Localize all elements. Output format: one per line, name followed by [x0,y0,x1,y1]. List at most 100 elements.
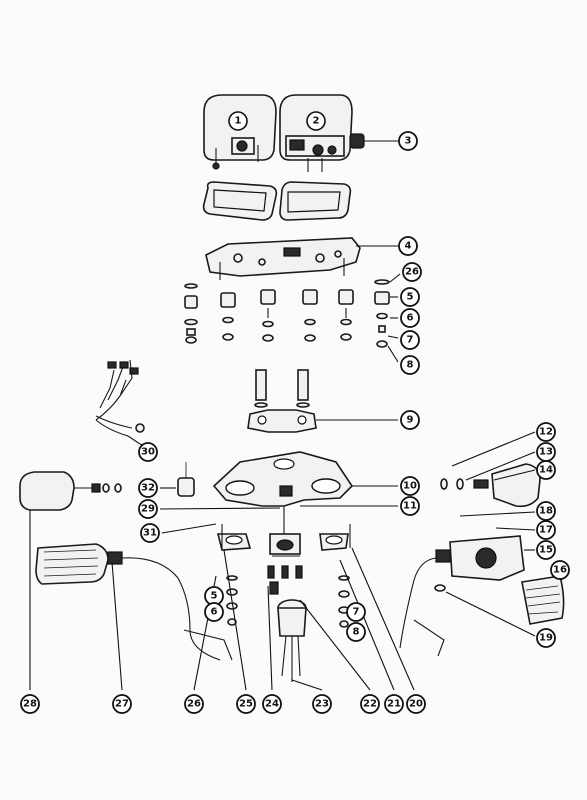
callout-c29: 29 [138,499,158,519]
wiring-harness [95,359,145,445]
callout-circle [262,694,282,714]
callout-circle [400,287,420,307]
indicator-front-right [440,463,541,508]
callout-number: 24 [265,699,279,710]
callout-circle [536,460,556,480]
callout-circle [346,602,366,622]
callout-number: 21 [387,699,401,710]
callout-circle [236,694,256,714]
callout-c15: 15 [536,540,556,560]
callout-number: 6 [407,313,414,324]
callout-number: 10 [403,481,417,492]
callout-c6a: 6 [400,308,420,328]
callout-c8a: 8 [400,355,420,375]
callout-circle [400,496,420,516]
callout-c10: 10 [400,476,420,496]
callout-number: 14 [539,465,553,476]
callout-c24: 24 [262,694,282,714]
callout-number: 13 [539,447,553,458]
callout-number: 29 [141,504,155,515]
callout-number: 18 [539,506,553,517]
callout-number: 7 [353,607,360,618]
callout-c23: 23 [312,694,332,714]
callout-circle [138,442,158,462]
callout-circle [138,499,158,519]
gauge-speedometer: 1 [203,94,277,170]
callout-markers: 3426567891011121314151617181920212223242… [20,131,570,714]
indicator-rear-right [399,535,565,657]
callout-c9: 9 [400,410,420,430]
callout-circle [406,694,426,714]
callout-number: 19 [539,633,553,644]
callout-circle [312,694,332,714]
callout-c5a: 5 [400,287,420,307]
callout-c3: 3 [398,131,418,151]
callout-c4: 4 [398,236,418,256]
callout-c22: 22 [360,694,380,714]
callout-number: 11 [403,501,417,512]
ignition-switch [269,506,301,557]
callout-circle [360,694,380,714]
callout-c18: 18 [536,501,556,521]
indicator-rear-left [35,543,233,661]
callout-circle [140,523,160,543]
callout-c11: 11 [400,496,420,516]
callout-c32: 32 [138,478,158,498]
gauge-label-2: 2 [313,116,320,127]
gauge-bezels [202,181,352,221]
callout-circle [398,131,418,151]
callout-number: 17 [539,525,553,536]
callout-c7b: 7 [346,602,366,622]
callout-circle [402,262,422,282]
callout-c17: 17 [536,520,556,540]
callout-circle [536,628,556,648]
indicator-front-left [19,471,122,511]
callout-number: 26 [405,267,419,278]
callout-number: 25 [239,699,253,710]
instrument-bracket [205,237,361,280]
callout-c14: 14 [536,460,556,480]
callout-c12: 12 [536,422,556,442]
bulb-socket [269,581,307,682]
callout-number: 26 [187,699,201,710]
callout-circle [398,236,418,256]
callout-c8b: 8 [346,622,366,642]
callout-circle [204,602,224,622]
callout-circle [400,355,420,375]
callout-circle [112,694,132,714]
gauge-label-1: 1 [235,116,242,127]
callout-c28: 28 [20,694,40,714]
top-triple-clamp [212,451,354,507]
callout-c7a: 7 [400,330,420,350]
callout-circle [20,694,40,714]
callout-c13: 13 [536,442,556,462]
callout-c6b: 6 [204,602,224,622]
callout-number: 6 [211,607,218,618]
callout-number: 32 [141,483,155,494]
callout-c26a: 26 [402,262,422,282]
callout-c31: 31 [140,523,160,543]
leader-lines [29,140,563,691]
callout-c25: 25 [236,694,256,714]
callout-c5b: 5 [204,586,224,606]
callout-c20: 20 [406,694,426,714]
callout-circle [536,540,556,560]
callout-c16: 16 [550,560,570,580]
callout-number: 12 [539,427,553,438]
callout-circle [536,422,556,442]
callout-circle [400,476,420,496]
callout-number: 5 [407,292,414,303]
callout-circle [550,560,570,580]
relay-unit [177,462,195,497]
callout-number: 31 [143,528,157,539]
callout-number: 7 [407,335,414,346]
callout-circle [138,478,158,498]
callout-number: 8 [407,360,414,371]
callout-c27: 27 [112,694,132,714]
callout-circle [184,694,204,714]
callout-number: 4 [405,241,412,252]
callout-number: 9 [407,415,414,426]
light-brackets [216,524,351,579]
